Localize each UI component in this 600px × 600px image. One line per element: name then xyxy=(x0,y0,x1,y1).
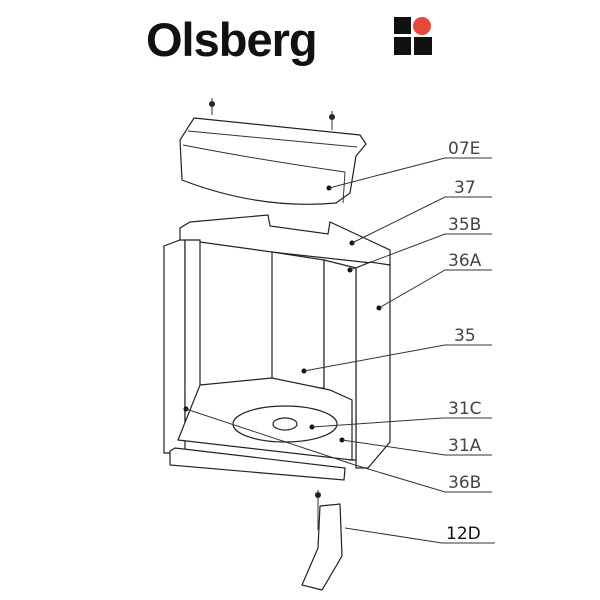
part-36b-front-bar xyxy=(169,447,346,481)
brand-logo-text: Olsberg xyxy=(146,13,318,66)
part-side-left xyxy=(163,239,186,454)
label-36a: 36A xyxy=(448,251,482,271)
part-36a-side-right xyxy=(355,261,391,469)
olsberg-logo-icon xyxy=(394,17,432,55)
part-12d-bracket xyxy=(301,490,343,591)
leader-lines xyxy=(183,157,495,544)
label-35: 35 xyxy=(454,326,476,346)
label-31a: 31A xyxy=(448,436,482,456)
part-07e-baffle xyxy=(179,98,367,205)
label-37: 37 xyxy=(454,178,476,198)
label-36b: 36B xyxy=(448,473,481,493)
label-31c: 31C xyxy=(448,399,482,419)
label-07e: 07E xyxy=(448,139,480,159)
label-12d: 12D xyxy=(446,524,481,544)
label-35b: 35B xyxy=(448,215,481,235)
part-37-top-plate xyxy=(179,214,391,266)
